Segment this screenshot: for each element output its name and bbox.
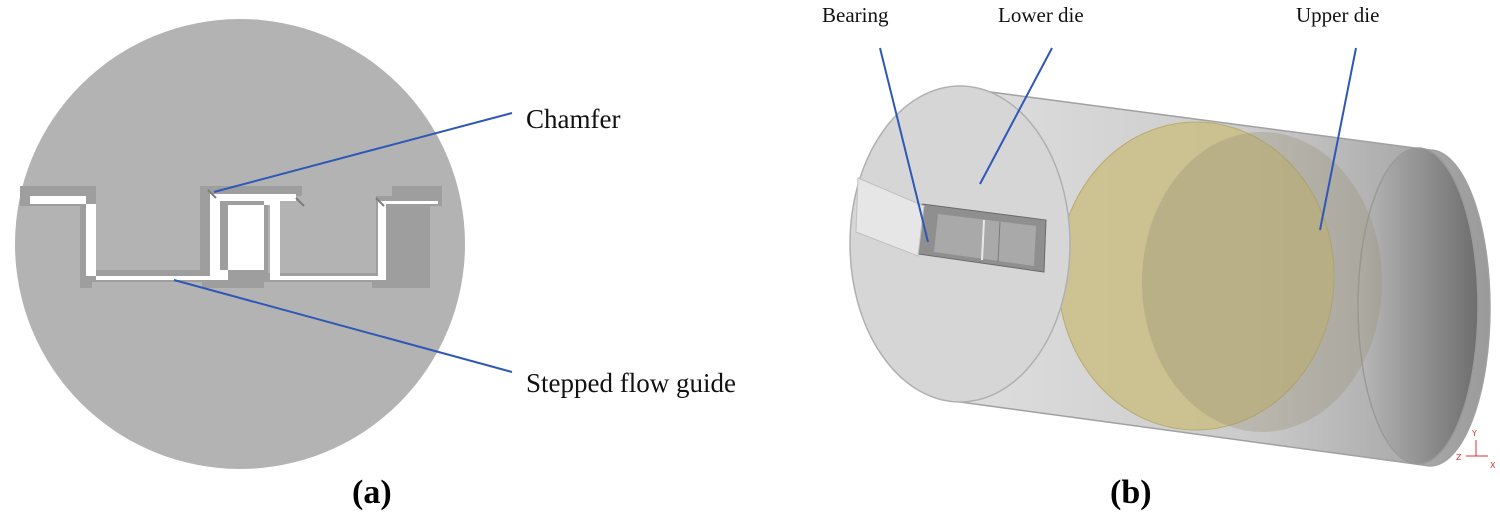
- lower-die-leader-line: [979, 47, 1053, 185]
- bearing-divider-2: [997, 221, 1001, 263]
- bearing-label: Bearing: [822, 3, 889, 27]
- axis-triad: Y Z X: [1456, 429, 1496, 470]
- stepped-flow-guide-label: Stepped flow guide: [526, 368, 736, 398]
- lower-die-label: Lower die: [998, 3, 1084, 27]
- upper-die-leader-line: [1319, 47, 1357, 231]
- chamfer-edge: [207, 189, 385, 207]
- porthole-channel: [855, 177, 925, 257]
- bearing-divider: [981, 219, 985, 261]
- upper-die-disc-back: [1142, 132, 1382, 432]
- chamfer-label: Chamfer: [526, 104, 620, 134]
- bearing-inner: [934, 214, 1036, 266]
- bearing-leader-line: [879, 47, 929, 243]
- panel-a-caption: (a): [352, 474, 392, 511]
- stepped-flow-guide-leader-line: [173, 279, 513, 373]
- axis-x-label: X: [1490, 461, 1496, 470]
- upper-die-label: Upper die: [1296, 3, 1379, 27]
- profile-slot: [30, 194, 438, 280]
- panel-b-caption: (b): [1110, 474, 1152, 511]
- axis-y-label: Y: [1471, 429, 1477, 438]
- axis-z-label: Z: [1456, 453, 1462, 462]
- chamfer-leader-line: [213, 112, 513, 193]
- far-end-bore: [1357, 147, 1479, 465]
- panel-b: Bearing Lower die Upper die Y Z X (b): [822, 3, 1496, 511]
- panel-a: Chamfer Stepped flow guide (a): [15, 19, 736, 511]
